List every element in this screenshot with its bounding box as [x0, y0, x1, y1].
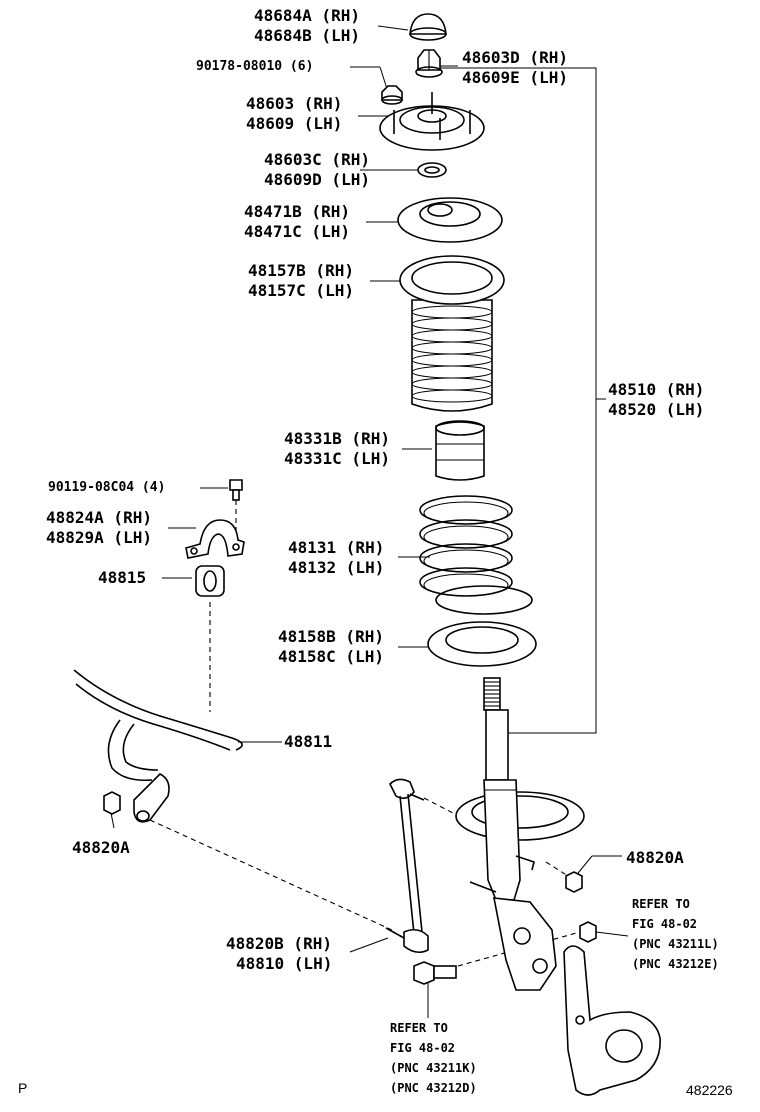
coil-spring-48131	[419, 495, 533, 615]
ref-right-line1: REFER TO	[632, 897, 690, 911]
nut-48603d	[415, 49, 443, 78]
label-48609: 48609 (LH)	[246, 114, 343, 133]
label-48158b: 48158B (RH)	[278, 627, 384, 646]
dust-cap-48684	[409, 13, 447, 41]
bump-stopper-48331	[435, 420, 485, 481]
ref-right-line2: FIG 48-02	[632, 917, 698, 931]
label-48609d: 48609D (LH)	[264, 170, 370, 189]
label-48820a-right: 48820A	[626, 848, 684, 867]
label-48603: 48603 (RH)	[246, 94, 343, 113]
boot-rib	[411, 389, 493, 403]
nut-90178	[381, 85, 403, 105]
spring-coil-inner	[423, 549, 509, 573]
label-48820b: 48820B (RH)	[226, 934, 332, 953]
label-48158c: 48158C (LH)	[278, 647, 384, 666]
bracket-48824	[185, 519, 245, 559]
label-48815: 48815	[98, 568, 147, 587]
label-48684b: 48684B (LH)	[254, 26, 360, 45]
page-mark: P	[18, 1080, 28, 1096]
label-48603d: 48603D (RH)	[462, 48, 568, 67]
label-48471c: 48471C (LH)	[244, 222, 350, 241]
ref-bottom-line1: REFER TO	[390, 1021, 448, 1035]
label-48811: 48811	[284, 732, 333, 751]
ref-right-line3: (PNC 43211L)	[632, 937, 719, 951]
ref-bottom-line4: (PNC 43212D)	[390, 1081, 477, 1095]
nut-knuckle	[579, 921, 597, 943]
label-48824a: 48824A (RH)	[46, 508, 152, 527]
label-48471b: 48471B (RH)	[244, 202, 350, 221]
ref-right-line4: (PNC 43212E)	[632, 957, 719, 971]
leader-lines	[109, 25, 629, 1018]
spring-coil-inner	[423, 525, 509, 549]
label-48684a: 48684A (RH)	[254, 6, 360, 25]
bushing-48815	[195, 565, 225, 597]
label-48131: 48131 (RH)	[288, 538, 385, 557]
ref-bottom-line3: (PNC 43211K)	[390, 1061, 477, 1075]
boot-48157	[399, 255, 505, 412]
bolt-90119	[229, 479, 243, 501]
spring-coil-inner	[423, 573, 509, 597]
upper-support-48603	[379, 92, 485, 151]
label-48829a: 48829A (LH)	[46, 528, 152, 547]
ref-bottom-line2: FIG 48-02	[390, 1041, 456, 1055]
label-48157b: 48157B (RH)	[248, 261, 354, 280]
label-48820a-left: 48820A	[72, 838, 130, 857]
nut-48820a-right	[565, 871, 583, 893]
label-48520: 48520 (LH)	[608, 400, 705, 419]
stabilizer-link-48820b	[385, 778, 429, 954]
nut-48820a-left	[103, 791, 121, 815]
bolt-knuckle	[413, 961, 457, 985]
label-48603c: 48603C (RH)	[264, 150, 370, 169]
label-48331b: 48331B (RH)	[284, 429, 390, 448]
spring-coil	[435, 585, 533, 615]
spring-coil-inner	[423, 501, 509, 525]
steering-knuckle	[563, 945, 661, 1096]
washer-48603c	[417, 162, 447, 178]
bearing-48471	[397, 197, 503, 243]
label-48510: 48510 (RH)	[608, 380, 705, 399]
label-48609e: 48609E (LH)	[462, 68, 568, 87]
label-90178: 90178-08010 (6)	[196, 59, 314, 74]
label-48331c: 48331C (LH)	[284, 449, 390, 468]
label-48132: 48132 (LH)	[288, 558, 385, 577]
label-48157c: 48157C (LH)	[248, 281, 354, 300]
spring-seat-48158	[427, 621, 537, 667]
shock-absorber-strut	[455, 677, 585, 991]
label-48810: 48810 (LH)	[236, 954, 333, 973]
label-90119: 90119-08C04 (4)	[48, 480, 166, 495]
stabilizer-bar-48811	[73, 669, 243, 823]
figure-id: 482226	[686, 1082, 733, 1098]
